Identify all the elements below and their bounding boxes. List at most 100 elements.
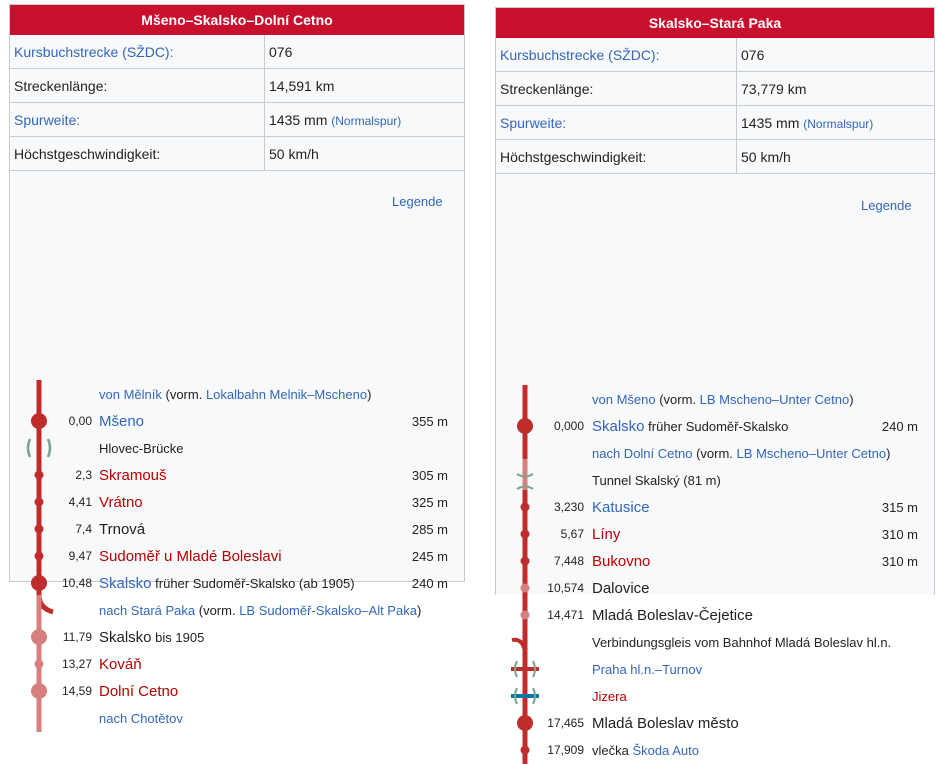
station-link[interactable]: LB Mscheno–Unter Cetno: [699, 392, 850, 407]
station-text: Mladá Boleslav město: [592, 715, 739, 732]
legend-link[interactable]: Legende: [392, 194, 443, 209]
infobox-title: Skalsko–Stará Paka: [496, 8, 934, 38]
table-row: Streckenlänge: 14,591 km: [10, 68, 464, 103]
station-link[interactable]: Praha hl.n.–Turnov: [592, 662, 703, 677]
station-text: bis 1905: [151, 630, 205, 645]
station-altitude: 310 m: [881, 527, 918, 542]
station-marker: [34, 470, 44, 480]
table-row: Höchstgeschwindigkeit: 50 km/h: [10, 136, 464, 171]
normalspur-link[interactable]: (Normalspur): [331, 113, 402, 128]
gauge-label-link[interactable]: Spurweite:: [10, 102, 265, 137]
station-name: Jizera: [592, 683, 627, 710]
station-link[interactable]: nach Dolní Cetno: [592, 446, 693, 461]
station-link[interactable]: Katusice: [592, 499, 650, 516]
speed-label: Höchstgeschwindigkeit:: [10, 136, 265, 171]
list-item: 13,27 Kováň: [10, 651, 460, 678]
length-value: 73,779 km: [736, 71, 934, 106]
station-km: 13,27: [61, 657, 92, 671]
gauge-label-link[interactable]: Spurweite:: [496, 105, 737, 140]
station-link[interactable]: Mšeno: [99, 413, 145, 430]
station-link[interactable]: von Mšeno: [592, 392, 656, 407]
tunnel-icon: [516, 473, 534, 490]
list-item: Jizera: [496, 683, 926, 710]
station-name: Praha hl.n.–Turnov: [592, 656, 702, 683]
gauge-value: 1435 mm: [741, 114, 800, 131]
station-link[interactable]: Skramouš: [99, 467, 167, 484]
station-name: Líny: [592, 521, 620, 548]
station-km: 2,3: [75, 468, 92, 482]
list-item: 17,909 vlečka Škoda Auto: [496, 737, 926, 764]
list-item: nach Stará Paka (vorm. LB Sudoměř-Skalsk…: [10, 597, 460, 624]
station-link[interactable]: Dolní Cetno: [99, 683, 179, 700]
station-name: Skalsko früher Sudoměř-Skalsko: [592, 413, 788, 440]
station-link[interactable]: Jizera: [592, 689, 627, 704]
list-item: 17,465 Mladá Boleslav město: [496, 710, 926, 737]
station-name: Vrátno: [99, 489, 143, 516]
station-link[interactable]: Vrátno: [99, 494, 143, 511]
table-row: Streckenlänge: 73,779 km: [496, 71, 934, 106]
list-item: Hlovec-Brücke: [10, 435, 460, 462]
station-link[interactable]: Lokalbahn Melnik–Mscheno: [205, 387, 368, 402]
station-link[interactable]: Skalsko: [592, 418, 645, 435]
station-text: früher Sudoměř-Skalsko: [644, 419, 789, 434]
list-item: von Mělník (vorm. Lokalbahn Melnik–Msche…: [10, 381, 460, 408]
station-link[interactable]: Škoda Auto: [632, 743, 699, 758]
speed-value: 50 km/h: [736, 139, 934, 174]
station-marker: [520, 556, 530, 566]
station-text: vlečka: [592, 743, 633, 758]
infobox-table: Kursbuchstrecke (SŽDC): 076 Streckenläng…: [496, 38, 934, 174]
station-name: Kováň: [99, 651, 142, 678]
kursbuch-label-link[interactable]: Kursbuchstrecke (SŽDC):: [496, 38, 737, 72]
station-link[interactable]: LB Mscheno–Unter Cetno: [736, 446, 887, 461]
station-name: Dalovice: [592, 575, 650, 602]
station-km: 10,574: [547, 581, 584, 595]
station-km: 10,48: [61, 576, 92, 590]
station-link[interactable]: Kováň: [99, 656, 142, 673]
list-item: nach Dolní Cetno (vorm. LB Mscheno–Unter…: [496, 440, 926, 467]
station-text: Hlovec-Brücke: [99, 441, 184, 456]
station-altitude: 355 m: [411, 414, 448, 429]
station-km: 7,4: [75, 522, 92, 536]
station-link[interactable]: nach Stará Paka: [99, 603, 196, 618]
station-name: Katusice: [592, 494, 650, 521]
station-link[interactable]: von Mělník: [99, 387, 162, 402]
station-km: 17,909: [547, 743, 584, 757]
station-text: Skalsko: [99, 629, 152, 646]
list-item: 10,574 Dalovice: [496, 575, 926, 602]
speed-value: 50 km/h: [264, 136, 464, 171]
station-link[interactable]: Sudoměř u Mladé Boleslavi: [99, 548, 282, 565]
station-link[interactable]: Skalsko: [99, 575, 152, 592]
length-value: 14,591 km: [264, 68, 464, 103]
list-item: von Mšeno (vorm. LB Mscheno–Unter Cetno): [496, 386, 926, 413]
station-km: 4,41: [68, 495, 92, 509]
station-link[interactable]: Bukovno: [592, 553, 651, 570]
route-infobox-skalsko-stara-paka: Skalsko–Stará Paka Kursbuchstrecke (SŽDC…: [495, 7, 935, 764]
kursbuch-label-link[interactable]: Kursbuchstrecke (SŽDC):: [10, 35, 265, 69]
station-name: Skramouš: [99, 462, 167, 489]
station-link[interactable]: LB Sudoměř-Skalsko–Alt Paka: [239, 603, 417, 618]
station-link[interactable]: Líny: [592, 526, 621, 543]
station-altitude: 285 m: [411, 522, 448, 537]
station-altitude: 315 m: [881, 500, 918, 515]
station-name: Tunnel Skalský (81 m): [592, 467, 721, 494]
station-km: 3,230: [553, 500, 584, 514]
station-marker: [31, 575, 47, 591]
station-marker: [517, 418, 533, 434]
station-altitude: 310 m: [881, 554, 918, 569]
list-item: Praha hl.n.–Turnov: [496, 656, 926, 683]
table-row: Spurweite: 1435 mm (Normalspur): [496, 105, 934, 140]
station-km: 17,465: [547, 716, 584, 730]
length-label: Streckenlänge:: [496, 71, 737, 106]
station-marker: [34, 524, 44, 534]
legend-link[interactable]: Legende: [861, 198, 912, 213]
station-text: ): [367, 387, 372, 402]
station-link[interactable]: nach Chotětov: [99, 711, 183, 726]
normalspur-link[interactable]: (Normalspur): [803, 116, 874, 131]
